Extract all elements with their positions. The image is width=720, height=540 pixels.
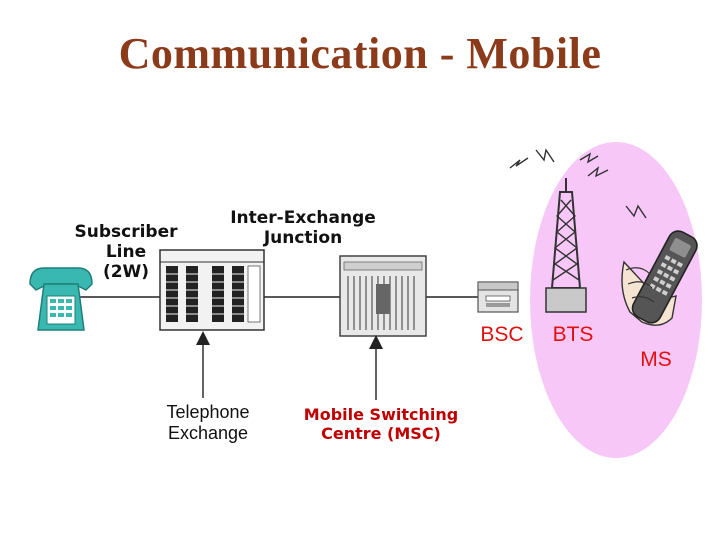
inter-exchange-label-2: Junction: [263, 228, 343, 249]
msc-label-1: Mobile Switching: [303, 405, 459, 424]
radio-wave-icon: [587, 166, 609, 178]
inter-exchange-junction-label: Inter-Exchange Junction: [208, 208, 398, 248]
telephone-exchange-icon: [159, 249, 265, 331]
bts-label: BTS: [552, 323, 594, 346]
msc-label-2: Centre (MSC): [321, 423, 441, 443]
msc-rack-icon: [339, 255, 427, 337]
radio-wave-icon: [579, 152, 599, 164]
slide-title: Communication - Mobile: [118, 29, 602, 78]
telephone-icon: [29, 267, 93, 331]
subscriber-line-label: Subscriber Line (2W): [62, 222, 190, 282]
bsc-label: BSC: [480, 323, 524, 346]
telephone-exchange-label: Telephone Exchange: [138, 402, 278, 444]
bts-tower-icon: [509, 148, 647, 313]
subscriber-line-label-2: Line: [105, 242, 147, 263]
radio-wave-icon: [535, 148, 555, 163]
mobile-handset-icon: [621, 230, 698, 326]
radio-wave-icon: [509, 157, 529, 169]
msc-label: Mobile Switching Centre (MSC): [290, 405, 472, 444]
subscriber-line-label-1: Subscriber: [74, 222, 178, 242]
radio-wave-icon: [625, 204, 647, 219]
subscriber-line-label-3: (2W): [102, 262, 150, 283]
telephone-exchange-label-2: Exchange: [167, 423, 249, 444]
inter-exchange-label-1: Inter-Exchange: [230, 208, 376, 228]
bsc-unit-icon: [477, 281, 519, 313]
ms-label: MS: [640, 348, 672, 371]
telephone-exchange-label-1: Telephone: [166, 402, 250, 422]
ms-zone: [530, 142, 702, 458]
